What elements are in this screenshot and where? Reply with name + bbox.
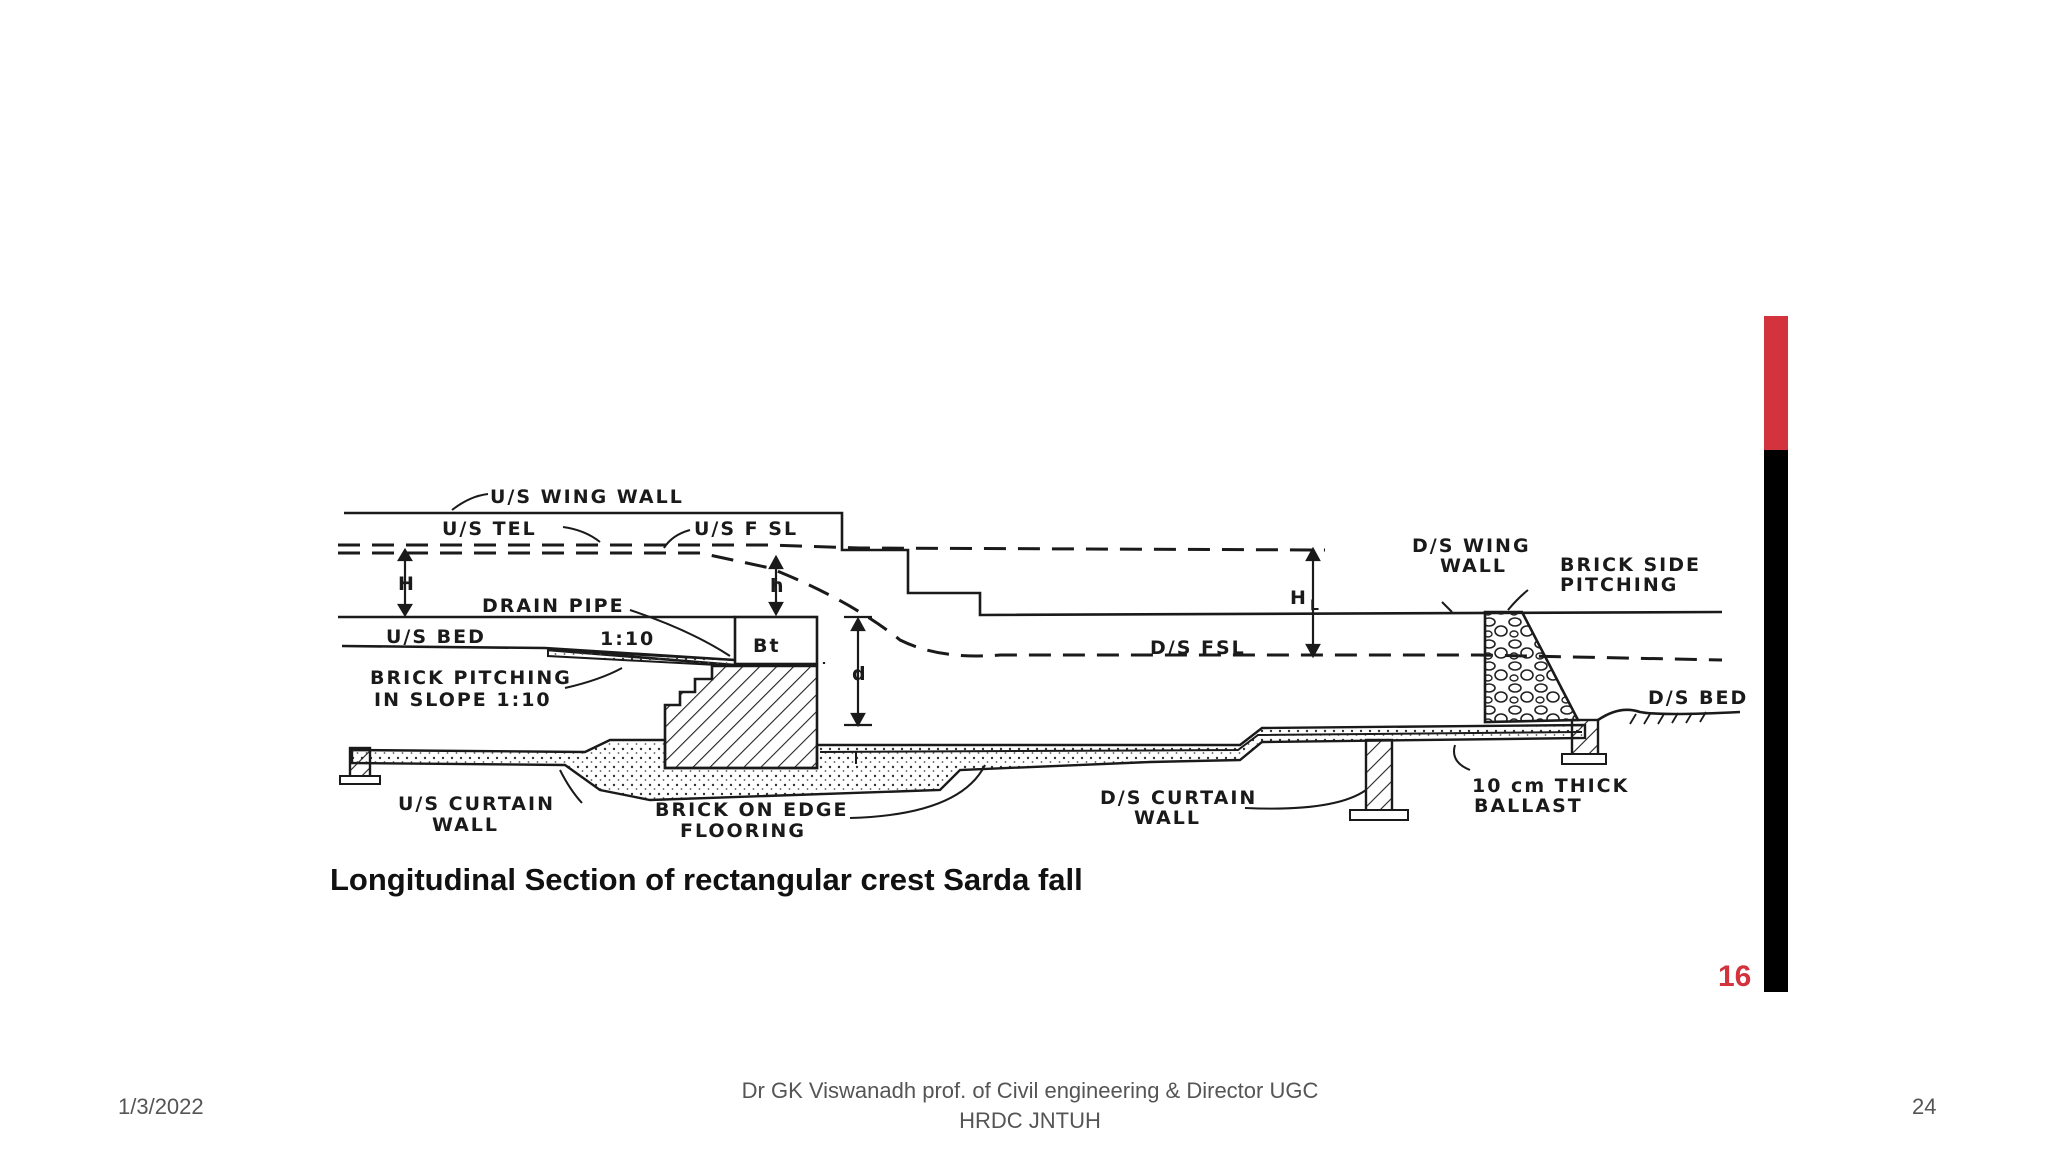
label-drain-pipe: DRAIN PIPE	[482, 595, 625, 617]
label-ds-curtain-2: WALL	[1134, 807, 1201, 829]
label-bt: Bt	[753, 635, 781, 657]
label-brick-edge-1: BRICK ON EDGE	[655, 799, 848, 821]
label-us-curtain-2: WALL	[432, 814, 499, 836]
label-ds-fsl: D/S FSL	[1150, 637, 1246, 659]
label-us-curtain-1: U/S CURTAIN	[398, 793, 555, 815]
fsl-dashed-lines	[338, 543, 1723, 662]
footer-date: 1/3/2022	[118, 1094, 204, 1119]
label-brick-side-2: PITCHING	[1560, 574, 1678, 596]
us-wing-wall-line	[344, 511, 1723, 617]
diagram-labels: U/S WING WALL U/S TEL U/S F SL H h DRAIN…	[370, 486, 1748, 842]
us-curtain-wall	[339, 746, 381, 785]
label-d: d	[852, 663, 868, 685]
label-ds-bed: D/S BED	[1648, 687, 1748, 709]
label-ds-wing-wall-1: D/S WING	[1412, 535, 1531, 557]
label-brick-side-1: BRICK SIDE	[1560, 554, 1701, 576]
label-hl: H	[1290, 587, 1308, 609]
label-ballast-2: BALLAST	[1474, 795, 1583, 817]
label-brick-pitching-1: BRICK PITCHING	[370, 667, 572, 689]
footer-author-line2: HRDC JNTUH	[959, 1108, 1101, 1133]
label-slope-ratio: 1:10	[600, 628, 655, 650]
label-us-tel: U/S TEL	[442, 518, 537, 540]
dimension-arrows	[397, 546, 1321, 728]
label-ds-wing-wall-2: WALL	[1440, 555, 1507, 577]
label-hl-subscript: L	[1310, 598, 1321, 614]
diagram-caption: Longitudinal Section of rectangular cres…	[330, 862, 1083, 897]
ds-toe-wall	[1561, 718, 1607, 765]
brick-pitching-slope	[547, 648, 736, 668]
footer-author-line1: Dr GK Viswanadh prof. of Civil engineeri…	[741, 1078, 1319, 1103]
leader-lines	[451, 493, 1529, 819]
slide-number: 24	[1912, 1094, 1937, 1119]
label-h-lower: h	[770, 575, 786, 597]
label-ballast-1: 10 cm THICK	[1472, 775, 1629, 797]
flooring	[350, 723, 1587, 802]
ds-curtain-wall	[1349, 738, 1409, 821]
accent-red-bar	[1764, 316, 1788, 450]
footer-author: Dr GK Viswanadh prof. of Civil engineeri…	[700, 1076, 1360, 1136]
label-us-bed: U/S BED	[386, 626, 486, 648]
label-us-wing-wall: U/S WING WALL	[490, 486, 684, 508]
label-us-fsl: U/S F SL	[694, 518, 798, 540]
inner-page-number: 16	[1718, 960, 1752, 993]
label-brick-edge-2: FLOORING	[680, 820, 806, 842]
label-ds-curtain-1: D/S CURTAIN	[1100, 787, 1257, 809]
label-brick-pitching-2: IN SLOPE 1:10	[374, 689, 552, 711]
accent-black-bar	[1764, 450, 1788, 992]
crest-block	[663, 615, 819, 770]
label-h-upper: H	[398, 573, 416, 595]
ds-wing-wall	[1483, 610, 1741, 725]
